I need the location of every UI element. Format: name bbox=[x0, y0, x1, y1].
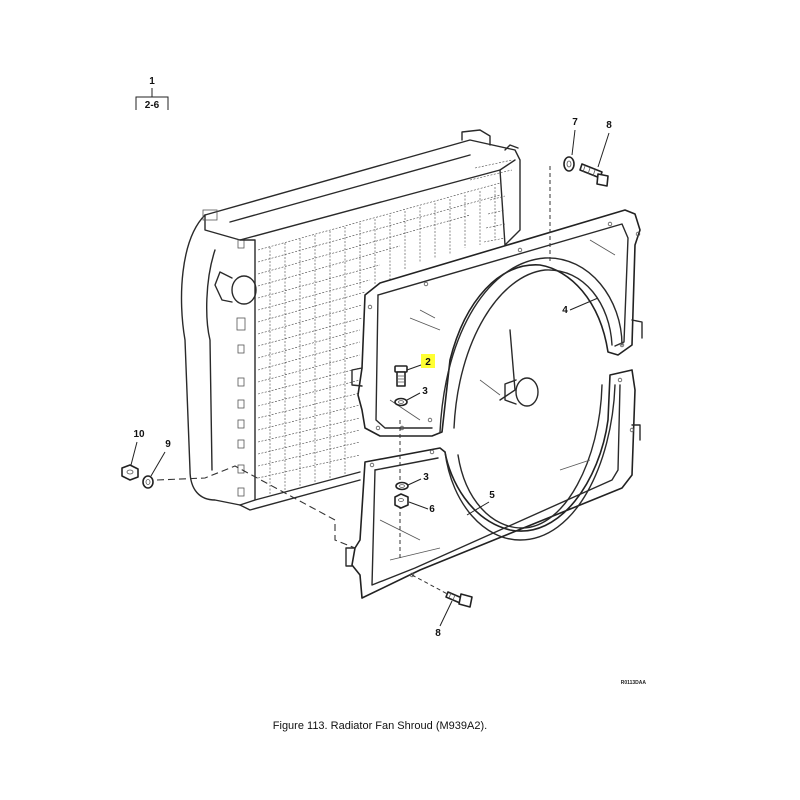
callouts: 2 3 3 6 4 5 7 8 8 10 9 bbox=[130, 117, 612, 639]
nut-item-10 bbox=[121, 464, 139, 481]
washer-item-3-upper bbox=[394, 397, 408, 407]
bolt-item-2 bbox=[394, 365, 408, 387]
callout-7: 7 bbox=[572, 117, 578, 128]
callout-2: 2 bbox=[425, 357, 431, 368]
bolt-item-8-upper bbox=[579, 163, 609, 187]
reference-top: 1 bbox=[149, 76, 155, 87]
alignment-lines bbox=[156, 166, 551, 599]
callout-8-upper: 8 bbox=[606, 120, 612, 131]
callout-4: 4 bbox=[562, 305, 568, 316]
callout-3-upper: 3 bbox=[422, 386, 428, 397]
figure-caption: Figure 113. Radiator Fan Shroud (M939A2)… bbox=[272, 720, 488, 732]
callout-6: 6 bbox=[429, 504, 435, 515]
washer-item-3-lower bbox=[395, 481, 409, 491]
nut-item-6 bbox=[394, 493, 409, 509]
reference-bottom: 2-6 bbox=[145, 100, 160, 111]
callout-9: 9 bbox=[165, 439, 171, 450]
washer-item-9 bbox=[142, 475, 154, 489]
callout-8-lower: 8 bbox=[435, 628, 441, 639]
callout-5: 5 bbox=[489, 490, 495, 501]
callout-3-lower: 3 bbox=[423, 472, 429, 483]
upper-fan-shroud bbox=[351, 209, 643, 437]
callout-10: 10 bbox=[133, 429, 145, 440]
drawing-code: R0113DAA bbox=[621, 680, 647, 686]
callout-2-highlight bbox=[421, 354, 435, 368]
washer-item-7 bbox=[563, 156, 575, 172]
radiator bbox=[180, 129, 539, 511]
bolt-item-8-lower bbox=[445, 591, 473, 608]
reference-bracket: 1 2-6 bbox=[135, 76, 169, 111]
